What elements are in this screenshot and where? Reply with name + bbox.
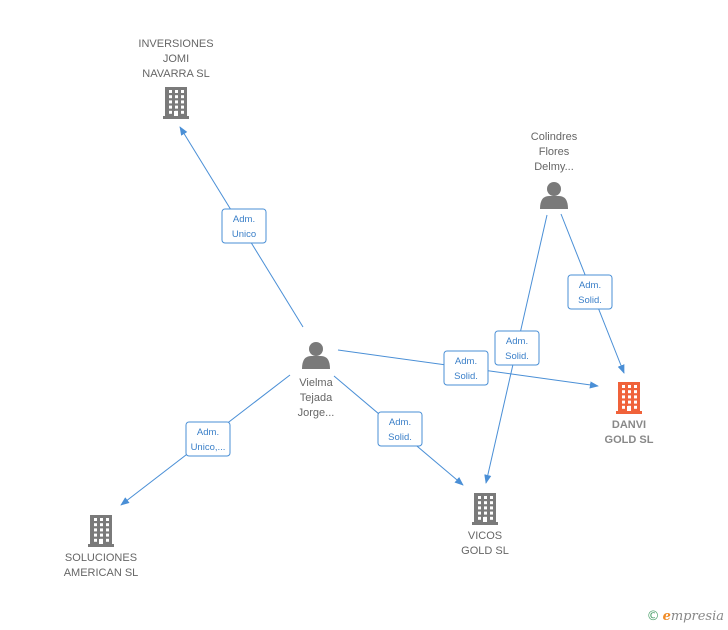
edge-label-text: Solid.	[454, 371, 478, 382]
edge-label-vielma-inversiones[interactable]: Adm. Unico	[221, 208, 267, 244]
edge-label-box	[567, 274, 613, 310]
building-icon	[616, 382, 642, 414]
edge-label-vielma-danvi[interactable]: Adm. Solid.	[443, 350, 489, 386]
copyright-symbol: ©	[646, 609, 660, 624]
edge-labels-layer: Adm.UnicoAdm.Solid.Adm.Solid.Adm.Unico,.…	[185, 208, 613, 457]
edge-label-text: Unico,...	[191, 442, 226, 453]
node-label-vicos: VICOS	[468, 530, 502, 542]
node-label-vielma: Tejada	[300, 392, 333, 404]
edge-label-text: Adm.	[389, 417, 411, 428]
edge-label-colindres-danvi[interactable]: Adm. Solid.	[567, 274, 613, 310]
edge-label-colindres-vicos[interactable]: Adm. Solid.	[494, 330, 540, 366]
empresia-logo[interactable]: ©empresia	[647, 609, 724, 624]
node-label-inversiones: NAVARRA SL	[142, 68, 209, 80]
node-label-colindres: Colindres	[531, 131, 578, 143]
edge-label-vielma-soluciones[interactable]: Adm. Unico,...	[185, 421, 231, 457]
node-label-colindres: Delmy...	[534, 161, 574, 173]
person-icon	[540, 182, 568, 209]
node-soluciones[interactable]: SOLUCIONES AMERICAN SL	[64, 515, 139, 579]
edge-label-text: Adm.	[197, 427, 219, 438]
edge-label-text: Adm.	[455, 356, 477, 367]
edge-label-text: Adm.	[233, 214, 255, 225]
brand-initial: e	[662, 609, 671, 624]
nodes-layer: INVERSIONES JOMI NAVARRA SL ColindresFlores…	[64, 38, 654, 579]
edge-label-text: Solid.	[505, 351, 529, 362]
person-icon	[302, 342, 330, 369]
node-label-vielma: Vielma	[299, 377, 333, 389]
edge-label-box	[221, 208, 267, 244]
node-label-danvi: DANVI	[612, 419, 646, 431]
node-label-inversiones: JOMI	[163, 53, 189, 65]
edge-label-box	[377, 411, 423, 447]
edge-label-box	[185, 421, 231, 457]
building-icon	[88, 515, 114, 547]
node-inversiones[interactable]: INVERSIONES JOMI NAVARRA SL	[138, 38, 214, 119]
edge-label-box	[494, 330, 540, 366]
node-label-danvi: GOLD SL	[605, 434, 654, 446]
edge-label-text: Solid.	[578, 295, 602, 306]
edge-label-text: Solid.	[388, 432, 412, 443]
node-label-vicos: GOLD SL	[461, 545, 509, 557]
edge-label-box	[443, 350, 489, 386]
node-vielma[interactable]: VielmaTejadaJorge...	[298, 342, 335, 419]
node-colindres[interactable]: ColindresFloresDelmy...	[531, 131, 578, 209]
node-vicos[interactable]: VICOS GOLD SL	[461, 493, 509, 557]
building-icon	[472, 493, 498, 525]
node-label-colindres: Flores	[539, 146, 570, 158]
brand-name: mpresia	[670, 609, 724, 624]
node-danvi[interactable]: DANVI GOLD SL	[605, 382, 654, 446]
edge-label-text: Unico	[232, 229, 256, 240]
node-label-vielma: Jorge...	[298, 407, 335, 419]
node-label-soluciones: SOLUCIONES	[65, 552, 137, 564]
node-label-inversiones: INVERSIONES	[138, 38, 213, 50]
node-label-soluciones: AMERICAN SL	[64, 567, 139, 579]
edge-label-vielma-vicos[interactable]: Adm. Solid.	[377, 411, 423, 447]
building-icon	[163, 87, 189, 119]
edge-label-text: Adm.	[579, 280, 601, 291]
edge-label-text: Adm.	[506, 336, 528, 347]
